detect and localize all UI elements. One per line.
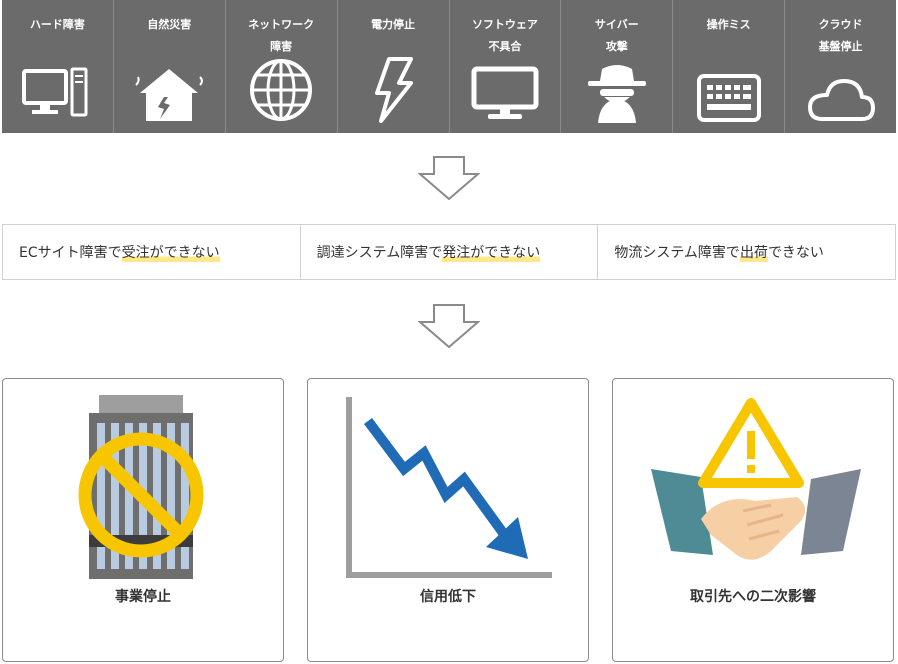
- cause-label: ハード障害: [29, 18, 85, 31]
- cause-network-failure: ネットワーク 障害: [225, 0, 338, 133]
- effect-highlight: 受注ができない: [121, 242, 220, 262]
- cloud-icon: [807, 79, 875, 121]
- result-business-stop: 事業停止: [2, 378, 284, 662]
- effect-procurement: 調達システム障害で発注ができない: [301, 225, 599, 279]
- result-partner-impact: 取引先への二次影響: [612, 378, 894, 662]
- computer-icon: [22, 67, 88, 117]
- cause-label: 自然災害: [147, 18, 192, 31]
- effect-text: 物流システム障害で: [614, 245, 740, 261]
- result-credibility-decline: 信用低下: [307, 378, 589, 662]
- building-prohibited-icon: [78, 395, 204, 579]
- cause-software-bug: ソフトウェア 不具合: [449, 0, 562, 133]
- declining-chart-icon: [346, 397, 552, 578]
- effect-ec-site: ECサイト障害で受注ができない: [3, 225, 301, 279]
- effect-text: ECサイト障害で: [19, 245, 122, 261]
- cause-label: サイバー 攻撃: [594, 18, 639, 53]
- cause-label: 操作ミス: [706, 18, 751, 31]
- cause-cloud-outage: クラウド 基盤停止: [785, 0, 896, 133]
- effects-row: ECサイト障害で受注ができない 調達システム障害で発注ができない 物流システム障…: [2, 224, 896, 280]
- causes-row: ハード障害 自然災害 ネットワーク 障害 電力停止: [2, 0, 896, 133]
- cause-cyber-attack: サイバー 攻撃: [561, 0, 674, 133]
- effect-text-tail: できない: [767, 245, 824, 261]
- cause-operation-error: 操作ミス: [673, 0, 786, 133]
- effect-highlight: 発注ができない: [442, 242, 541, 262]
- handshake-warning-icon: [651, 398, 861, 560]
- hacker-icon: [587, 65, 646, 123]
- cause-hardware-failure: ハード障害: [2, 0, 114, 133]
- cause-label: 電力停止: [371, 18, 416, 31]
- lightning-icon: [375, 57, 414, 123]
- cause-power-outage: 電力停止: [337, 0, 450, 133]
- result-label: 信用低下: [420, 589, 476, 605]
- down-arrow-icon: [418, 156, 480, 200]
- effect-text: 調達システム障害で: [316, 245, 443, 261]
- disaster-house-icon: [135, 69, 204, 121]
- down-arrow-icon: [418, 304, 480, 348]
- cause-label: ソフトウェア 不具合: [471, 18, 538, 53]
- keyboard-icon: [696, 74, 761, 122]
- cause-label: クラウド 基盤停止: [818, 18, 863, 53]
- result-label: 取引先への二次影響: [690, 589, 816, 605]
- globe-icon: [250, 59, 313, 121]
- monitor-icon: [471, 66, 539, 119]
- effect-highlight: 出荷: [739, 242, 768, 262]
- result-label: 事業停止: [115, 589, 171, 605]
- cause-label: ネットワーク 障害: [248, 18, 315, 53]
- cause-natural-disaster: 自然災害: [113, 0, 226, 133]
- effect-logistics: 物流システム障害で出荷できない: [598, 225, 895, 279]
